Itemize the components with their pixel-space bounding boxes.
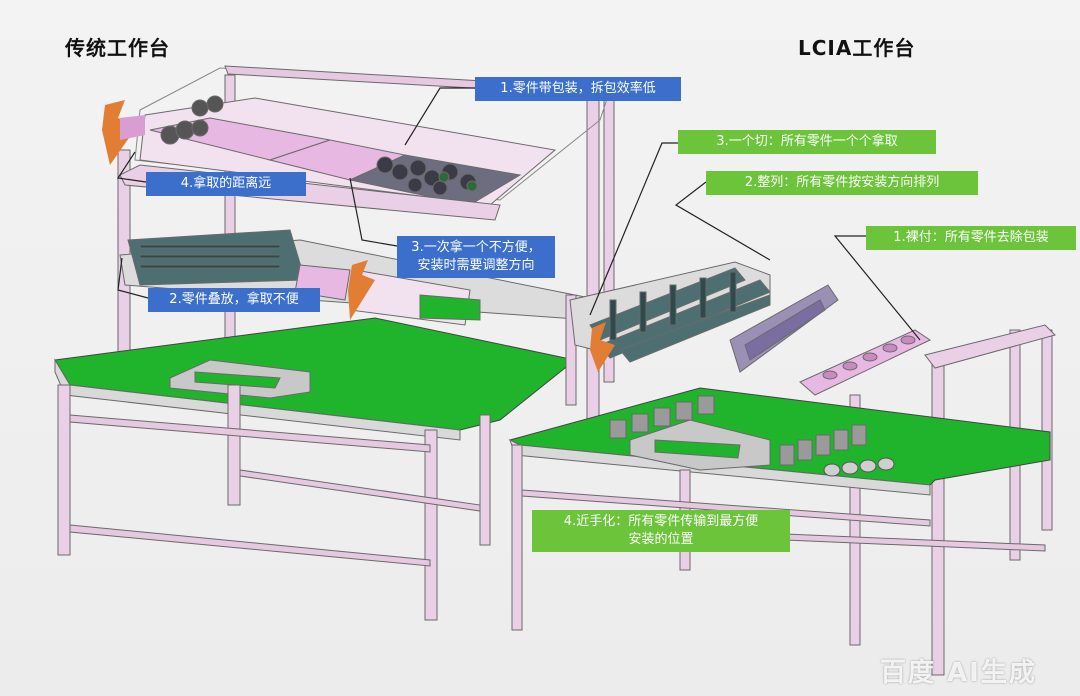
leader-right-3 xyxy=(589,142,678,316)
leader-lines xyxy=(116,87,921,341)
callout-left-3: 3.一次拿一个不方便， 安装时需要调整方向 xyxy=(397,236,555,278)
callout-right-2: 2.整列：所有零件按安装方向排列 xyxy=(706,171,978,195)
callout-right-4: 4.近手化：所有零件传输到最方便 安装的位置 xyxy=(532,510,790,552)
leader-left-2 xyxy=(117,257,149,299)
callout-left-3-line2: 安装时需要调整方向 xyxy=(417,258,535,273)
callout-right-4-line2: 安装的位置 xyxy=(628,532,694,547)
lcia-bench xyxy=(508,261,1056,676)
title-traditional: 传统工作台 xyxy=(65,36,170,60)
callout-left-3-line1: 3.一次拿一个不方便， xyxy=(411,240,541,255)
traditional-bench xyxy=(54,65,615,621)
callout-right-4-line1: 4.近手化：所有零件传输到最方便 xyxy=(563,514,759,529)
leader-left-3 xyxy=(349,177,398,247)
leader-right-1 xyxy=(833,235,921,341)
title-lcia: LCIA工作台 xyxy=(798,36,916,60)
callout-right-3: 3.一个切：所有零件一个个拿取 xyxy=(678,130,936,154)
callout-left-2: 2.零件叠放，拿取不便 xyxy=(148,288,320,312)
watermark: 百度 AI生成 xyxy=(880,658,1037,688)
leader-right-2 xyxy=(674,181,771,261)
callout-left-4: 4.拿取的距离远 xyxy=(146,172,306,196)
leader-left-1 xyxy=(404,87,475,146)
leader-left-4 xyxy=(116,151,147,183)
callout-right-1: 1.裸付：所有零件去除包装 xyxy=(866,226,1076,250)
callout-left-1: 1.零件带包装，拆包效率低 xyxy=(475,77,681,101)
